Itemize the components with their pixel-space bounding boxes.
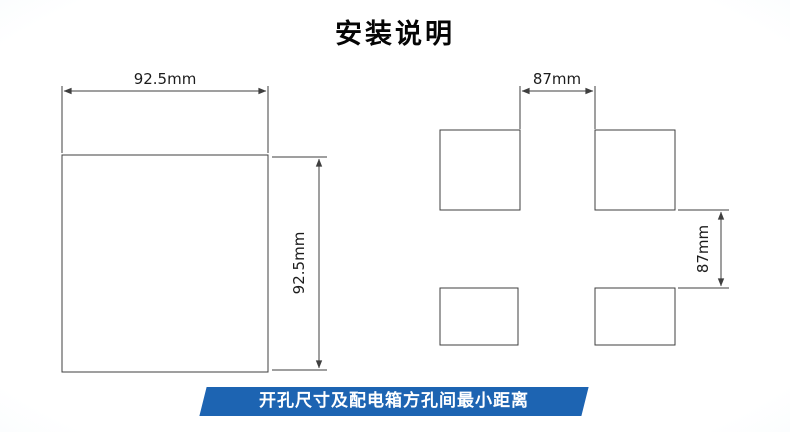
cutout-square-bottom-right: [594, 287, 676, 346]
panel-cutout-square: [61, 154, 269, 373]
cutout-square-top-right: [594, 129, 676, 211]
cutout-square-bottom-left: [439, 287, 519, 346]
caption-text: 开孔尺寸及配电箱方孔间最小距离: [259, 391, 529, 411]
vgap-dimension-label: 87mm: [694, 225, 712, 273]
right-drawing: [439, 86, 729, 346]
page-title: 安装说明: [335, 19, 455, 50]
caption-banner: 开孔尺寸及配电箱方孔间最小距离: [199, 387, 589, 416]
hgap-dimension-label: 87mm: [533, 70, 581, 88]
cutout-square-top-left: [439, 129, 521, 211]
width-dimension-label: 92.5mm: [134, 70, 197, 88]
height-dimension-label: 92.5mm: [290, 232, 308, 295]
left-drawing: [61, 86, 327, 373]
